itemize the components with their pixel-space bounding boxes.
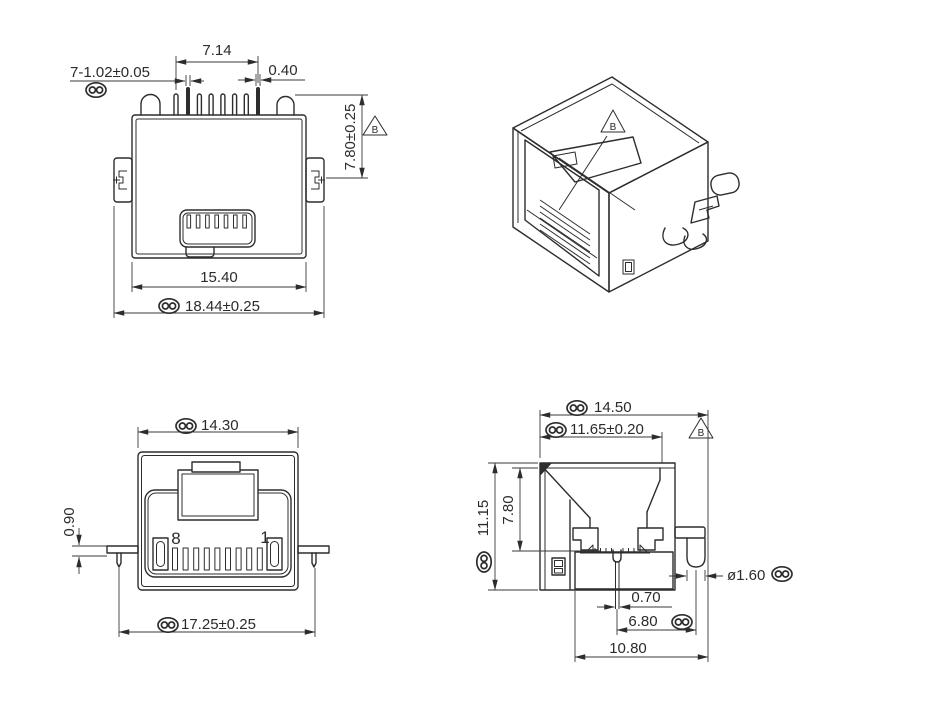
dim-pitch-total: 7.14 <box>202 42 231 59</box>
view-front: 8 1 14.30 0.90 <box>61 417 330 637</box>
revision-letter: B <box>372 125 379 136</box>
side-latch-peg <box>674 526 706 568</box>
key-dimension-icon <box>85 81 107 99</box>
key-dimension-icon <box>545 421 567 439</box>
side-view-body-outline <box>539 462 706 609</box>
isometric-outline: B <box>512 76 740 293</box>
mounting-flanges <box>106 545 330 568</box>
dim-overall-width: 17.25±0.25 <box>181 616 256 633</box>
dim-height: 7.80±0.25 <box>342 104 359 171</box>
dim-inner-width: 15.40 <box>200 269 238 286</box>
contact-slats <box>526 199 598 265</box>
side-view-dimensions: 14.50 11.65±0.20 B 11.15 7.80 <box>475 399 793 662</box>
pin-label-8: 8 <box>171 529 180 548</box>
left-latch <box>113 157 133 203</box>
dim-pin-to-peg: 6.80 <box>628 613 657 630</box>
key-dimension-icon <box>475 551 493 573</box>
key-dimension-icon <box>566 399 588 417</box>
contact-slots <box>172 547 263 571</box>
dim-opening-height: 7.80 <box>500 495 517 524</box>
key-dimension-icon <box>158 297 180 315</box>
pin-label-1: 1 <box>260 528 269 547</box>
top-view-body-outline <box>113 87 325 259</box>
revision-triangle-icon: B <box>688 417 714 439</box>
key-dimension-icon <box>671 613 693 631</box>
revision-triangle-icon: B <box>362 115 388 136</box>
center-pin <box>612 549 622 609</box>
top-view-dimensions: 7.14 0.40 7-1.02±0.05 7.80±0.25 B <box>70 42 388 318</box>
revision-triangle-icon: B <box>600 109 626 133</box>
revision-letter: B <box>610 122 617 133</box>
dim-flange-step: 0.90 <box>61 507 78 536</box>
side-latch <box>662 172 740 250</box>
dim-pin-width: 0.40 <box>268 62 297 79</box>
dim-peg-diameter: ø1.60 <box>727 567 765 584</box>
view-side: 14.50 11.65±0.20 B 11.15 7.80 <box>475 399 793 662</box>
key-dimension-icon <box>175 417 197 435</box>
view-top: 7.14 0.40 7-1.02±0.05 7.80±0.25 B <box>70 42 388 318</box>
dim-body-depth: 11.65±0.20 <box>570 421 644 438</box>
dim-overall-height: 11.15 <box>475 500 492 536</box>
plug-opening <box>179 209 256 258</box>
key-dimension-icon <box>157 616 179 634</box>
dim-pin-thickness: 0.70 <box>631 589 660 606</box>
dim-mount-depth: 10.80 <box>609 640 647 657</box>
revision-letter: B <box>698 428 705 439</box>
dim-overall-depth: 14.50 <box>594 399 632 416</box>
dim-upper-width: 14.30 <box>201 417 239 434</box>
front-view-dimensions: 14.30 0.90 17.25±0.25 <box>61 417 316 637</box>
dim-pin-note: 7-1.02±0.05 <box>70 64 150 81</box>
dim-overall-width: 18.44±0.25 <box>185 298 260 315</box>
front-view-body-outline: 8 1 <box>106 451 330 591</box>
right-latch <box>305 157 325 203</box>
view-isometric: B <box>512 76 740 293</box>
key-dimension-icon <box>771 565 793 583</box>
